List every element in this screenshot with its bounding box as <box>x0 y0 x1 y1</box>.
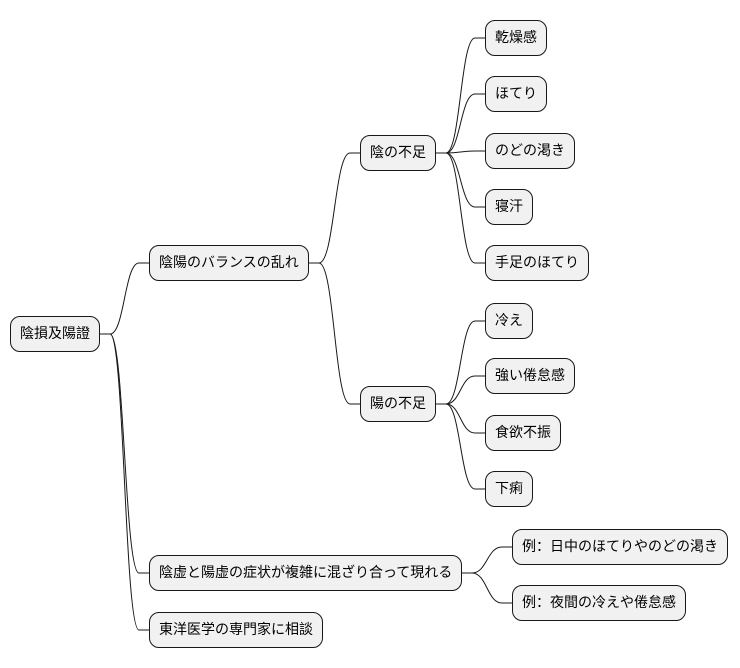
edge-yang-deficiency-to-coldness <box>436 320 485 405</box>
edge-yin-deficiency-to-night-sweat <box>436 152 485 208</box>
node-anorexia: 食欲不振 <box>485 415 561 451</box>
node-example-day: 例：日中のほてりやのどの渇き <box>512 529 728 565</box>
edge-yin-deficiency-to-dryness <box>436 37 485 154</box>
edge-imbalance-to-yang-deficiency <box>309 262 360 405</box>
node-coldness: 冷え <box>485 303 533 339</box>
edge-imbalance-to-yin-deficiency <box>309 152 360 264</box>
edge-root-to-consult <box>100 333 149 631</box>
node-root: 陰損及陽證 <box>10 316 100 352</box>
node-thirst: のどの渇き <box>485 133 575 169</box>
node-night-sweat: 寝汗 <box>485 189 533 225</box>
edge-root-to-mixed <box>100 333 149 574</box>
node-example-night: 例：夜間の冷えや倦怠感 <box>512 585 686 621</box>
node-diarrhea: 下痢 <box>485 471 533 507</box>
node-dryness: 乾燥感 <box>485 20 547 56</box>
node-imbalance: 陰陽のバランスの乱れ <box>149 245 309 281</box>
edge-yin-deficiency-to-hand-foot-heat <box>436 152 485 264</box>
node-yang-deficiency: 陽の不足 <box>360 386 436 422</box>
node-mixed-symptoms: 陰虚と陽虚の症状が複雑に混ざり合って現れる <box>149 555 463 591</box>
node-fatigue: 強い倦怠感 <box>485 358 575 394</box>
edge-yang-deficiency-to-diarrhea <box>436 403 485 490</box>
edge-yang-deficiency-to-fatigue <box>436 375 485 405</box>
edge-mixed-to-example-night <box>462 572 512 604</box>
edge-yang-deficiency-to-anorexia <box>436 403 485 434</box>
edge-mixed-to-example-day <box>462 546 512 574</box>
node-hand-foot-heat: 手足のほてり <box>485 245 589 281</box>
edge-root-to-imbalance <box>100 262 149 335</box>
edge-yin-deficiency-to-hot-flush <box>436 93 485 154</box>
node-yin-deficiency: 陰の不足 <box>360 135 436 171</box>
node-consult: 東洋医学の専門家に相談 <box>149 612 323 648</box>
node-hot-flush: ほてり <box>485 76 547 112</box>
